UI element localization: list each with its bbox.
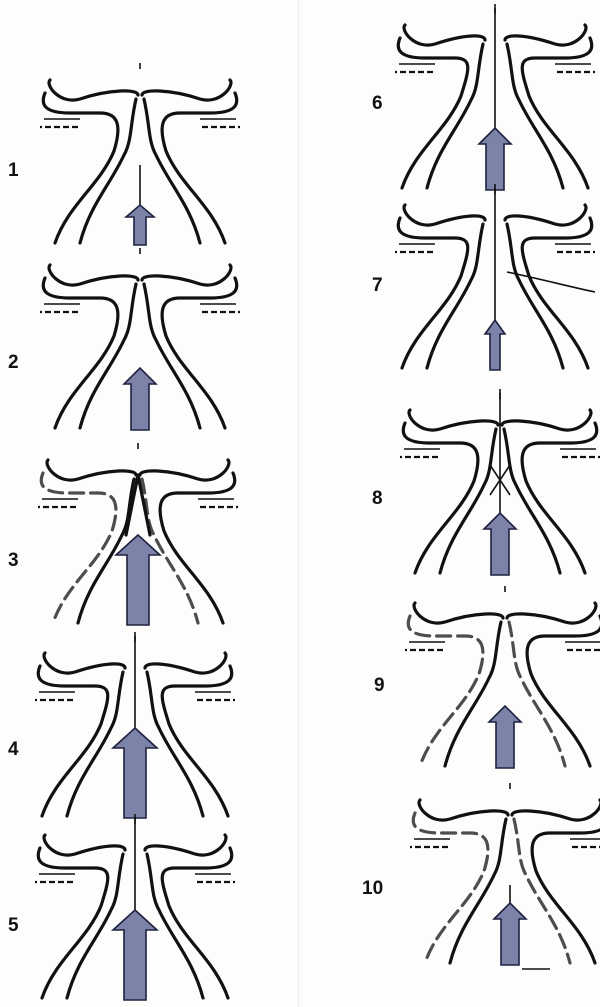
panel-drawing xyxy=(360,775,600,965)
up-arrow-icon xyxy=(494,903,526,965)
inner-wall-left xyxy=(445,622,501,766)
outer-wall-left xyxy=(43,93,118,243)
upper-lip-right xyxy=(507,603,596,623)
panel-3: 3 xyxy=(0,435,240,625)
panel-drawing xyxy=(0,55,240,245)
inner-wall-right xyxy=(514,819,570,963)
panel-6: 6 xyxy=(360,0,600,190)
outer-wall-right xyxy=(160,473,235,623)
inner-wall-left xyxy=(80,284,136,428)
inner-wall-right xyxy=(507,44,563,188)
upper-lip-left xyxy=(49,265,138,285)
upper-lip-right xyxy=(142,265,231,285)
panel-drawing xyxy=(360,385,600,575)
upper-lip-right xyxy=(140,460,229,480)
up-arrow-icon xyxy=(124,368,156,430)
outer-wall-right xyxy=(522,423,597,573)
panel-drawing xyxy=(360,578,600,768)
panel-2: 2 xyxy=(0,240,240,430)
inner-wall-right xyxy=(509,622,565,766)
upper-lip-right xyxy=(505,25,586,45)
outer-wall-right xyxy=(522,38,592,188)
outer-wall-left xyxy=(403,423,478,573)
upper-lip-left xyxy=(404,25,485,45)
inner-wall-right xyxy=(504,429,560,573)
panel-5: 5 xyxy=(0,810,240,1000)
upper-lip-left xyxy=(414,603,503,623)
outer-wall-right xyxy=(162,93,237,243)
upper-lip-right xyxy=(512,800,600,820)
outer-wall-left xyxy=(41,473,116,623)
page-seam xyxy=(298,0,299,1007)
upper-lip-left xyxy=(49,80,138,100)
inner-wall-left xyxy=(67,854,123,998)
outer-wall-right xyxy=(522,218,592,368)
upper-lip-right xyxy=(505,205,586,225)
outer-wall-left xyxy=(38,666,108,816)
inner-wall-right xyxy=(144,284,200,428)
panel-drawing xyxy=(0,240,240,430)
outer-wall-right xyxy=(532,813,600,963)
up-arrow-icon xyxy=(113,910,157,1000)
outer-wall-right xyxy=(162,278,237,428)
panel-4: 4 xyxy=(0,628,240,818)
upper-lip-right xyxy=(145,835,226,855)
outer-wall-left xyxy=(43,278,118,428)
upper-lip-right xyxy=(142,80,231,100)
outer-wall-left xyxy=(38,848,108,998)
outer-wall-right xyxy=(162,666,232,816)
upper-lip-right xyxy=(145,653,226,673)
panel-8: 8 xyxy=(360,385,600,575)
inner-wall-left xyxy=(80,99,136,243)
panel-drawing xyxy=(360,0,600,190)
inner-wall-left xyxy=(450,819,506,963)
panel-drawing xyxy=(0,810,240,1000)
outer-wall-left xyxy=(408,616,483,766)
inner-wall-left xyxy=(67,672,123,816)
upper-lip-left xyxy=(409,410,498,430)
upper-lip-right xyxy=(502,410,591,430)
inner-wall-left xyxy=(440,429,496,573)
inner-wall-right xyxy=(147,854,203,998)
outer-wall-left xyxy=(413,813,488,963)
inner-wall-left xyxy=(427,224,483,368)
outer-wall-right xyxy=(527,616,600,766)
upper-lip-left xyxy=(419,800,508,820)
up-arrow-icon xyxy=(113,728,157,818)
panel-drawing xyxy=(0,628,240,818)
upper-lip-left xyxy=(404,205,485,225)
inner-wall-left xyxy=(427,44,483,188)
outer-wall-right xyxy=(162,848,232,998)
up-arrow-icon xyxy=(116,535,160,625)
outer-wall-left xyxy=(398,218,468,368)
panel-7: 7 xyxy=(360,180,600,370)
up-arrow-icon xyxy=(489,706,521,768)
outer-wall-left xyxy=(398,38,468,188)
panel-9: 9 xyxy=(360,578,600,768)
panel-10: 10 xyxy=(360,775,600,965)
upper-lip-left xyxy=(47,460,136,480)
inner-wall-right xyxy=(147,672,203,816)
upper-lip-left xyxy=(44,835,125,855)
up-arrow-icon xyxy=(485,320,505,370)
up-arrow-icon xyxy=(126,205,154,245)
panel-drawing xyxy=(360,180,600,370)
inner-wall-right xyxy=(144,99,200,243)
upper-lip-left xyxy=(44,653,125,673)
inner-wall-right xyxy=(507,224,563,368)
up-arrow-icon xyxy=(484,513,516,575)
panel-1: 1 xyxy=(0,55,240,245)
panel-drawing xyxy=(0,435,240,625)
